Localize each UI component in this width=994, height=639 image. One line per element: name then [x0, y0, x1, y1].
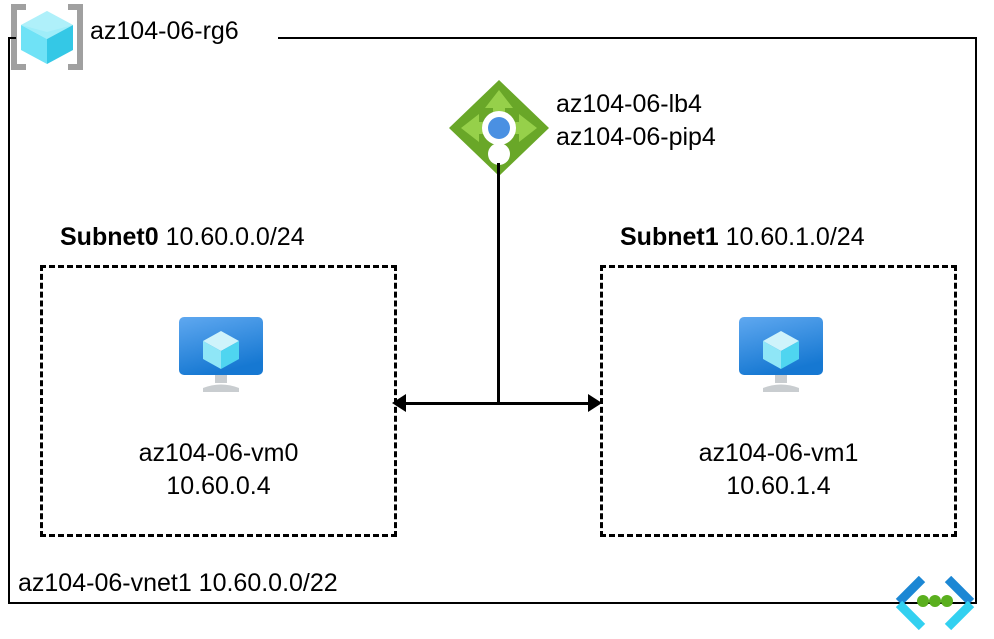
virtual-network-icon	[890, 575, 980, 632]
vm1-labels: az104-06-vm1 10.60.1.4	[600, 437, 957, 503]
vnet-border-right	[975, 37, 977, 604]
connector-arrowhead-right	[588, 394, 602, 412]
load-balancer-name: az104-06-lb4	[556, 90, 702, 118]
public-ip-name: az104-06-pip4	[556, 123, 716, 151]
load-balancer-icon	[447, 78, 551, 178]
subnet0-name: Subnet0	[60, 223, 159, 251]
load-balancer-connector-line	[497, 163, 500, 403]
vnet-border-top	[278, 37, 977, 39]
virtual-machine-icon	[177, 313, 265, 395]
vm0-labels: az104-06-vm0 10.60.0.4	[40, 437, 397, 503]
vnet-label: az104-06-vnet1 10.60.0.0/22	[18, 569, 338, 597]
subnet1-cidr: 10.60.1.0/24	[725, 223, 865, 251]
subnet1-title: Subnet1 10.60.1.0/24	[620, 222, 865, 252]
subnet1-name: Subnet1	[620, 223, 719, 251]
vnet-border-left	[8, 37, 10, 604]
vm0-ip: 10.60.0.4	[166, 472, 271, 500]
virtual-machine-icon	[737, 313, 825, 395]
resource-group-cube-icon	[8, 4, 86, 70]
load-balancer-labels: az104-06-lb4 az104-06-pip4	[556, 88, 716, 154]
subnet0-cidr: 10.60.0.0/24	[165, 223, 305, 251]
vnet-border-bottom	[8, 602, 977, 604]
vm1-ip: 10.60.1.4	[726, 472, 831, 500]
subnet-connector-line	[404, 402, 590, 405]
subnet0-title: Subnet0 10.60.0.0/24	[60, 222, 305, 252]
vm1-name: az104-06-vm1	[698, 439, 859, 467]
resource-group-label: az104-06-rg6	[90, 17, 239, 45]
vnet-border-top-left-stub	[8, 37, 16, 39]
vm0-name: az104-06-vm0	[138, 439, 299, 467]
connector-arrowhead-left	[392, 394, 406, 412]
